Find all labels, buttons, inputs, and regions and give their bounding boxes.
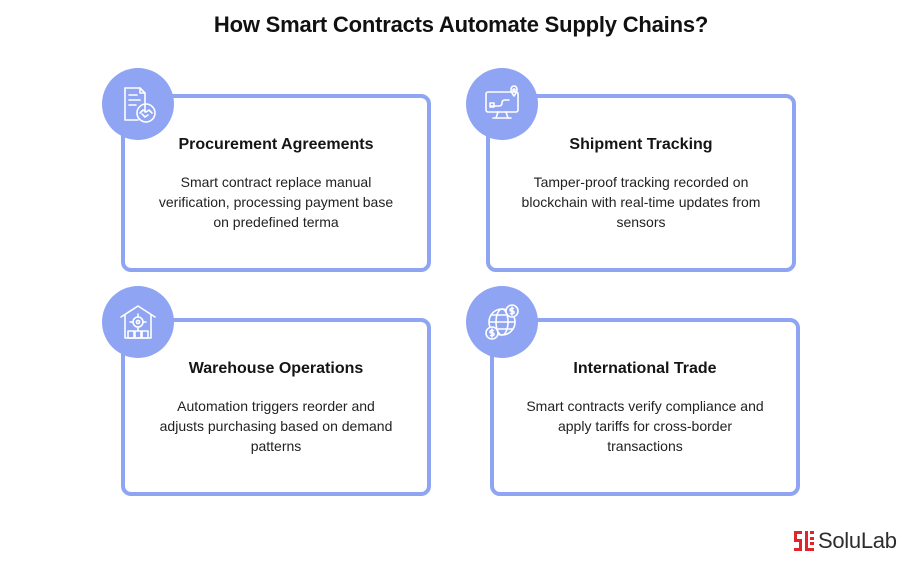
- card-title: Shipment Tracking: [569, 136, 713, 153]
- globe-currency-icon: [466, 286, 538, 358]
- card-warehouse-operations: Warehouse Operations Automation triggers…: [121, 318, 431, 496]
- contract-handshake-icon: [102, 68, 174, 140]
- card-description: Smart contracts verify compliance and ap…: [526, 398, 764, 454]
- card-shipment-tracking: Shipment Tracking Tamper-proof tracking …: [486, 94, 796, 272]
- logo-text: SoluLab: [818, 528, 897, 553]
- card-description: Automation triggers reorder and adjusts …: [159, 398, 393, 454]
- card-description: Tamper-proof tracking recorded on blockc…: [521, 174, 761, 230]
- monitor-location-icon: [466, 68, 538, 140]
- card-international-trade: International Trade Smart contracts veri…: [490, 318, 800, 496]
- card-procurement-agreements: Procurement Agreements Smart contract re…: [121, 94, 431, 272]
- card-title: International Trade: [573, 360, 717, 377]
- card-description: Smart contract replace manual verificati…: [158, 174, 394, 230]
- solulab-logo-mark-icon: [794, 531, 814, 551]
- solulab-logo: SoluLab: [794, 528, 897, 553]
- page-title: How Smart Contracts Automate Supply Chai…: [213, 12, 709, 37]
- card-title: Procurement Agreements: [178, 136, 374, 153]
- card-title: Warehouse Operations: [188, 360, 364, 377]
- warehouse-gear-icon: [102, 286, 174, 358]
